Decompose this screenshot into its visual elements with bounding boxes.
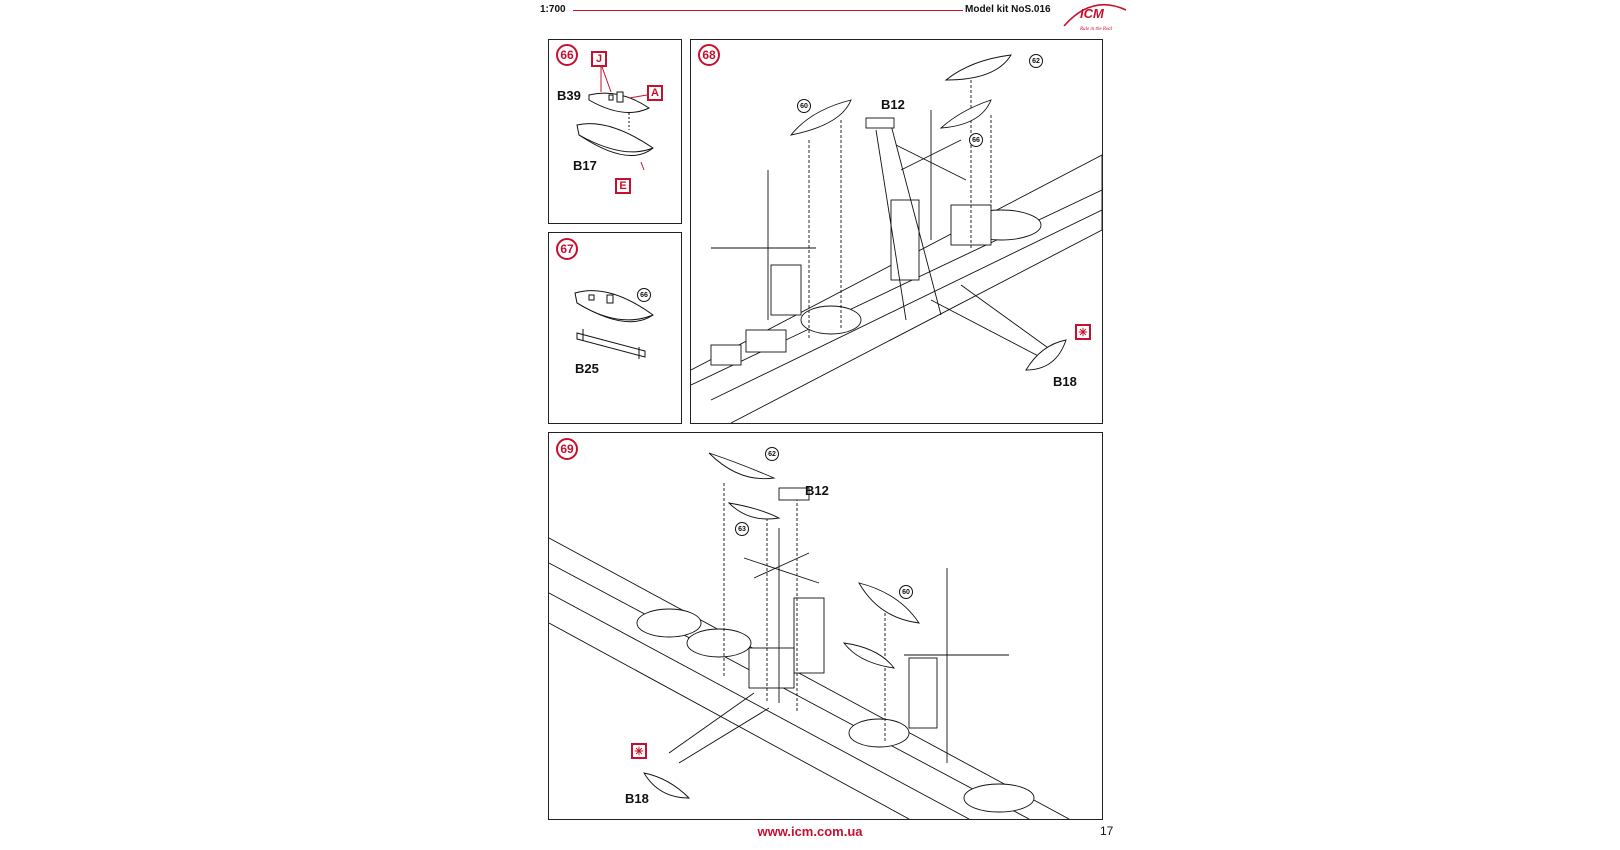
website-url[interactable]: www.icm.com.ua [757, 824, 863, 839]
ref-66: 66 [637, 288, 651, 302]
part-b25: B25 [575, 361, 599, 376]
ref-60: 60 [899, 585, 913, 599]
boat-assembly-illustration [576, 63, 654, 171]
ref-66: 66 [969, 133, 983, 147]
part-b39: B39 [557, 88, 581, 103]
ref-62: 62 [1029, 54, 1043, 68]
scale-label: 1:700 [540, 4, 566, 15]
ship-deck-assembly-illustration [691, 54, 1102, 423]
header-rule [573, 10, 963, 11]
step-number-68: 68 [698, 44, 720, 66]
ref-62: 62 [765, 447, 779, 461]
step-66-panel: 66 J A E B39 B17 [548, 39, 682, 224]
marker-j: J [591, 51, 607, 67]
page-number: 17 [1100, 824, 1114, 838]
ref-63: 63 [735, 522, 749, 536]
ref-60: 60 [797, 99, 811, 113]
asterisk-marker: ✳ [631, 743, 647, 759]
model-kit-title: Model kit NoS.016 [965, 4, 1051, 15]
part-b18: B18 [1053, 374, 1077, 389]
ship-midsection-assembly-illustration [549, 452, 1070, 819]
step-69-panel: 69 B12 B18 62 63 60 ✳ [548, 432, 1103, 820]
step-68-panel: 68 B12 B18 60 62 66 ✳ [690, 39, 1103, 424]
part-b12: B12 [881, 97, 905, 112]
part-b17: B17 [573, 158, 597, 173]
marker-a: A [647, 85, 663, 101]
logo-text: ICM [1080, 6, 1105, 21]
step-number-69: 69 [556, 438, 578, 460]
part-b12: B12 [805, 483, 829, 498]
asterisk-marker: ✳ [1075, 324, 1091, 340]
step-number-67: 67 [556, 238, 578, 260]
step-67-panel: 67 66 B25 [548, 232, 682, 424]
marker-e: E [615, 178, 631, 194]
part-b18: B18 [625, 791, 649, 806]
logo-tagline: Rule in the Real [1079, 27, 1113, 32]
boat-on-cradle-illustration [574, 290, 654, 359]
step-number-66: 66 [556, 44, 578, 66]
icm-logo: ICM Rule in the Real [1063, 3, 1127, 32]
